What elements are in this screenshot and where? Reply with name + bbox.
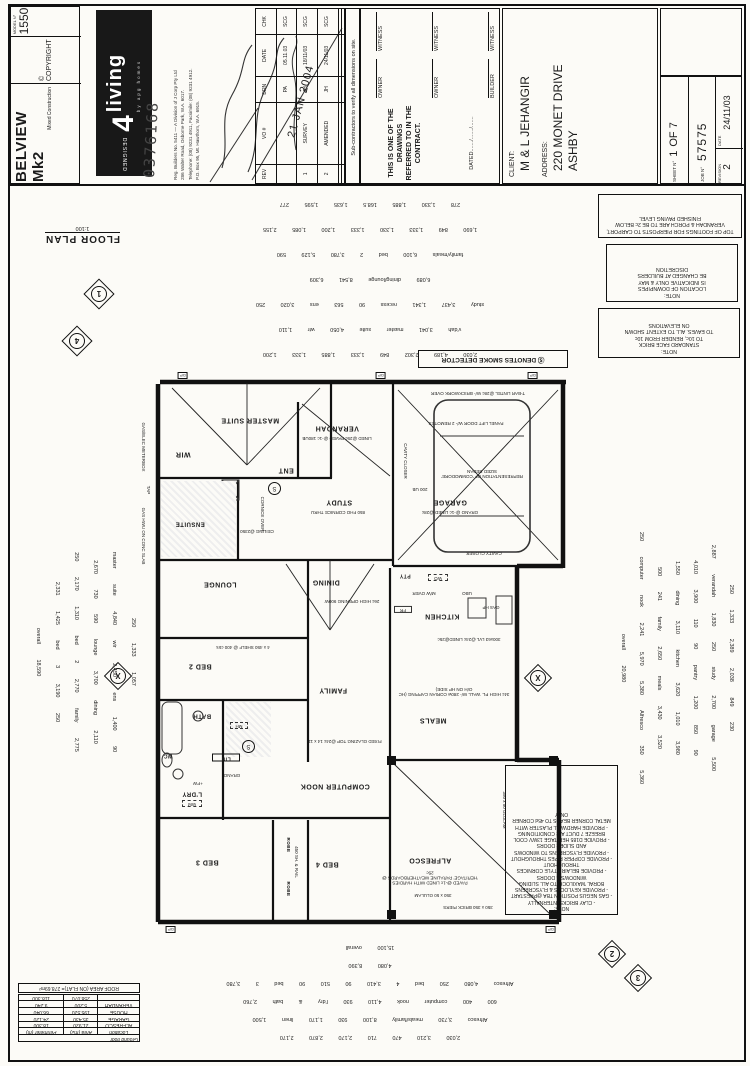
downpipe-marker: DP	[178, 372, 188, 379]
wet-area-hatch-bath	[226, 702, 271, 757]
area-table-block: Ground floor Location Area (m2) Perimete…	[18, 944, 140, 1042]
annotation-shelf-rail: 450 SH. & RAIL	[294, 846, 299, 878]
room-label-computer-nook: COMPUTER NOOK	[300, 782, 370, 790]
room-label-wir: WIR	[175, 450, 191, 458]
fixture-fw: +FW	[193, 780, 203, 786]
area-col-location: Location	[97, 1028, 140, 1035]
fixture-gas-hp: GAS HP	[482, 604, 500, 610]
room-sub-study: 850 FHO CORNICE THRU	[311, 510, 365, 516]
sheet-empty-box	[660, 8, 742, 76]
room-sub-alfresco: PAVED @-1c LINED WITH HARDIES 'HERITAGE'…	[382, 870, 478, 886]
room-label-ent: ENT	[278, 466, 294, 474]
annotation-high-opening: 26c HIGH OPENING 900W	[324, 598, 380, 604]
brick-piers	[387, 756, 558, 919]
downpipe-marker: DP	[546, 926, 556, 933]
annotation-glulam-vertical: 350 x 50 GLULAM	[502, 791, 507, 829]
contract-block: THIS IS ONE OF THE DRAWINGS REFERRED TO …	[360, 8, 500, 184]
dimensions-top: 2,030 4,189 2,302 849 1,333 1,885 1,333 …	[255, 201, 485, 357]
downpipe-marker: DP	[528, 372, 538, 379]
handwriting-marks	[209, 27, 343, 183]
downpipe-marker: DP	[376, 372, 386, 379]
room-label-bed3: BED 3	[195, 858, 219, 866]
room-label-bed4: BED 4	[315, 860, 339, 868]
car-outline	[433, 399, 531, 553]
annotation-shelf: 4 x 450 SHELF @ 400 ctrs	[216, 644, 270, 650]
room-label-wc: WC	[163, 752, 173, 759]
room-label-ldry: L'DRY	[181, 790, 203, 797]
fixture-ubo: UBO	[462, 590, 472, 596]
client-block: CLIENT: M & L JEHANGIR ADDRESS: 220 MONE…	[502, 8, 658, 184]
room-label-family: FAMILY	[318, 686, 348, 694]
annotation-fixed-glazing: FIXED GLAZING TOP @24c 14 x 11	[308, 738, 382, 744]
annotation-tbar-lintel: T-BAR LINTEL @28c W/- BRICKWORK OVER	[431, 390, 525, 396]
room-label-master-suite: MASTER SUITE	[220, 416, 280, 424]
room-label-kitchen: KITCHEN	[424, 612, 460, 620]
area-col-area: Area (m2)	[63, 1028, 98, 1035]
smoke-detector-icon: S	[242, 740, 255, 753]
raked-ceiling-lines	[171, 383, 375, 631]
annotation-lvl: 300x63 LVL @24c LINED@25c	[437, 636, 501, 642]
dimensions-right: 250 1,333 2,389 2,038 849 230 2,887 vera…	[620, 531, 734, 785]
dimensions-bottom: 2,030 3,210 470 710 2,170 2,870 2,170 Al…	[226, 944, 514, 1040]
room-label-bed2: BED 2	[188, 662, 212, 670]
subcontractor-note: Sub-contractors to verify all dimensions…	[345, 8, 360, 184]
area-table: Ground floor Location Area (m2) Perimete…	[18, 994, 140, 1042]
room-label-pty: PTY	[399, 572, 411, 579]
sheet-info-block: SHEET N° 1 OF 7 JOB N° 57575 REVISION 2 …	[660, 76, 744, 185]
fixture-mw-over: M/W OVER	[412, 590, 436, 596]
garage-cross-lines	[301, 389, 559, 917]
walls-interior	[160, 384, 517, 922]
fixture-mh: MH	[230, 722, 248, 729]
annotation-cornice-over: CORNICE OVER	[260, 496, 265, 532]
room-sub-garage: GRANO @-1c LINED @28c	[421, 510, 479, 516]
annotation-200ub: 200 UB	[412, 486, 428, 492]
area-col-perimeter: Perimeter (m)	[18, 1028, 64, 1035]
room-label-verandah: VERANDAH	[315, 424, 359, 432]
walls-outer	[155, 379, 566, 925]
wet-area-hatch-ensuite	[161, 481, 236, 557]
smoke-detector-icon: S	[268, 482, 281, 495]
area-table-caption: Ground floor	[18, 1034, 140, 1042]
fixture-wo: WO	[428, 574, 448, 581]
room-label-study: STUDY	[325, 498, 353, 506]
room-label-dining: DINING	[312, 578, 340, 586]
fixture-fr: FR	[394, 606, 412, 613]
model-block: BELVIEW Mk2 Mixed Construction © COPYRIG…	[10, 6, 81, 185]
room-label-bath: BATH	[192, 712, 212, 719]
room-sub-verandah: LINED @25c PAVED @-1c 180UB	[302, 436, 372, 442]
annotation-brick-piers: 350 x 350 BRICK PIERS	[443, 904, 493, 910]
fixture-wm: WM	[182, 800, 202, 807]
annotation-panel-door: PANEL LIFT DOOR W/- 2 REMOTES	[428, 420, 504, 426]
roof-area-line: ROOF AREA (ON FLAT)= 278.69m²	[18, 982, 140, 993]
room-label-meals: MEALS	[419, 716, 447, 724]
annotation-pl-wall: 34c HIGH PL. WALL W/- 280w CORIAN CAPPIN…	[398, 686, 510, 697]
room-label-lounge: LOUNGE	[203, 580, 237, 588]
title-block-divider	[8, 184, 744, 186]
annotation-cavity-closer: CAVITY CLOSER	[466, 550, 502, 556]
annotation-cavity-closer: CAVITY CLOSER	[403, 443, 408, 479]
sheet-border	[8, 4, 746, 1062]
room-label-alfresco: ALFRESCO	[408, 856, 452, 864]
room-label-garage: GARAGE	[433, 498, 467, 506]
dimensions-left: 250 1,333 1,057 master suite 4,840 wir 2…	[35, 551, 136, 753]
annotation-car: REPRESENTATION OF 'COMMODORE' SIZED SEDA…	[441, 468, 523, 479]
room-label-ensuite: ENSUITE	[175, 520, 205, 527]
room-label-lin: LIN	[212, 754, 240, 762]
downpipe-marker: DP	[166, 926, 176, 933]
annotation-grano: GRANO	[223, 772, 241, 778]
annotation-glulam-horizontal: 350 x 50 GLULAM	[414, 892, 452, 898]
